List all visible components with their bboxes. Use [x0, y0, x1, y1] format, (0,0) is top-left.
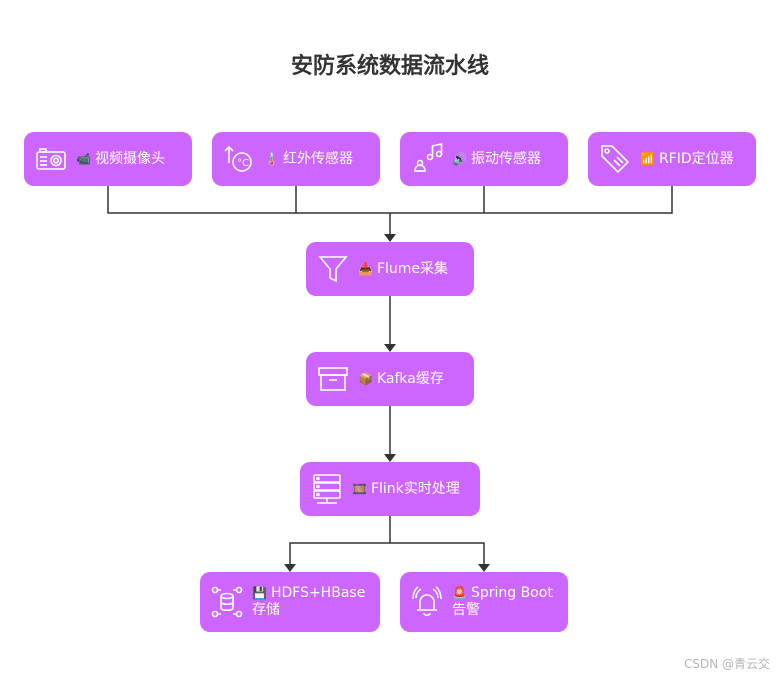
- node-flink-text: Flink实时处理: [370, 480, 460, 497]
- server-icon: [310, 472, 344, 506]
- alarm-bell-icon: [410, 585, 444, 619]
- node-flink-label: 🎞️Flink实时处理: [352, 481, 460, 498]
- node-spring-text: Spring Boot 告警: [452, 585, 553, 618]
- node-infrared[interactable]: °C 🌡️红外传感器: [212, 132, 380, 186]
- watermark: CSDN @青云交: [683, 657, 770, 671]
- node-flink-emoji: 🎞️: [352, 481, 367, 496]
- node-flume[interactable]: 📥Flume采集: [306, 242, 474, 296]
- node-rfid-label: 📶RFID定位器: [640, 151, 734, 168]
- node-infrared-text: 红外传感器: [282, 150, 353, 167]
- node-rfid-emoji: 📶: [640, 151, 655, 166]
- node-infrared-emoji: 🌡️: [264, 151, 279, 166]
- node-kafka-label: 📦Kafka缓存: [358, 371, 444, 388]
- node-hdfs[interactable]: 💾HDFS+HBase 存储: [200, 572, 380, 632]
- svg-text:°C: °C: [237, 158, 249, 169]
- music-notes-icon: [410, 142, 444, 176]
- node-vibration-emoji: 🔊: [452, 151, 467, 166]
- node-kafka[interactable]: 📦Kafka缓存: [306, 352, 474, 406]
- funnel-icon: [316, 252, 350, 286]
- node-flume-text: Flume采集: [376, 260, 449, 277]
- arrowhead-kafka: [384, 344, 396, 352]
- arrowhead-flink: [384, 454, 396, 462]
- node-hdfs-text: HDFS+HBase 存储: [252, 585, 366, 618]
- edge-rfid-flume: [390, 186, 673, 214]
- node-hdfs-label: 💾HDFS+HBase 存储: [252, 585, 365, 619]
- edge-flink-split: [289, 516, 485, 570]
- camera-icon: [34, 142, 68, 176]
- node-flume-label: 📥Flume采集: [358, 261, 448, 278]
- node-vibration[interactable]: 🔊振动传感器: [400, 132, 568, 186]
- node-rfid[interactable]: 📶RFID定位器: [588, 132, 756, 186]
- node-flume-emoji: 📥: [358, 261, 373, 276]
- arrowhead-spring: [478, 564, 490, 572]
- node-camera[interactable]: 📹视频摄像头: [24, 132, 192, 186]
- node-spring[interactable]: 🚨Spring Boot 告警: [400, 572, 568, 632]
- arrowhead-flume: [384, 234, 396, 242]
- node-kafka-text: Kafka缓存: [376, 370, 444, 387]
- edge-camera-flume: [107, 186, 390, 214]
- node-infrared-label: 🌡️红外传感器: [264, 151, 353, 168]
- node-camera-label: 📹视频摄像头: [76, 151, 165, 168]
- node-kafka-emoji: 📦: [358, 371, 373, 386]
- node-camera-emoji: 📹: [76, 151, 91, 166]
- node-spring-label: 🚨Spring Boot 告警: [452, 585, 553, 619]
- node-vibration-text: 振动传感器: [470, 150, 541, 167]
- thermometer-icon: °C: [222, 142, 256, 176]
- archive-box-icon: [316, 362, 350, 396]
- node-camera-text: 视频摄像头: [94, 150, 165, 167]
- tag-icon: [598, 142, 632, 176]
- arrowhead-hdfs: [284, 564, 296, 572]
- node-vibration-label: 🔊振动传感器: [452, 151, 541, 168]
- node-spring-emoji: 🚨: [452, 586, 467, 600]
- node-flink[interactable]: 🎞️Flink实时处理: [300, 462, 480, 516]
- diagram-title: 安防系统数据流水线: [290, 54, 489, 79]
- node-rfid-text: RFID定位器: [658, 150, 734, 167]
- database-icon: [210, 585, 244, 619]
- node-hdfs-emoji: 💾: [252, 586, 267, 600]
